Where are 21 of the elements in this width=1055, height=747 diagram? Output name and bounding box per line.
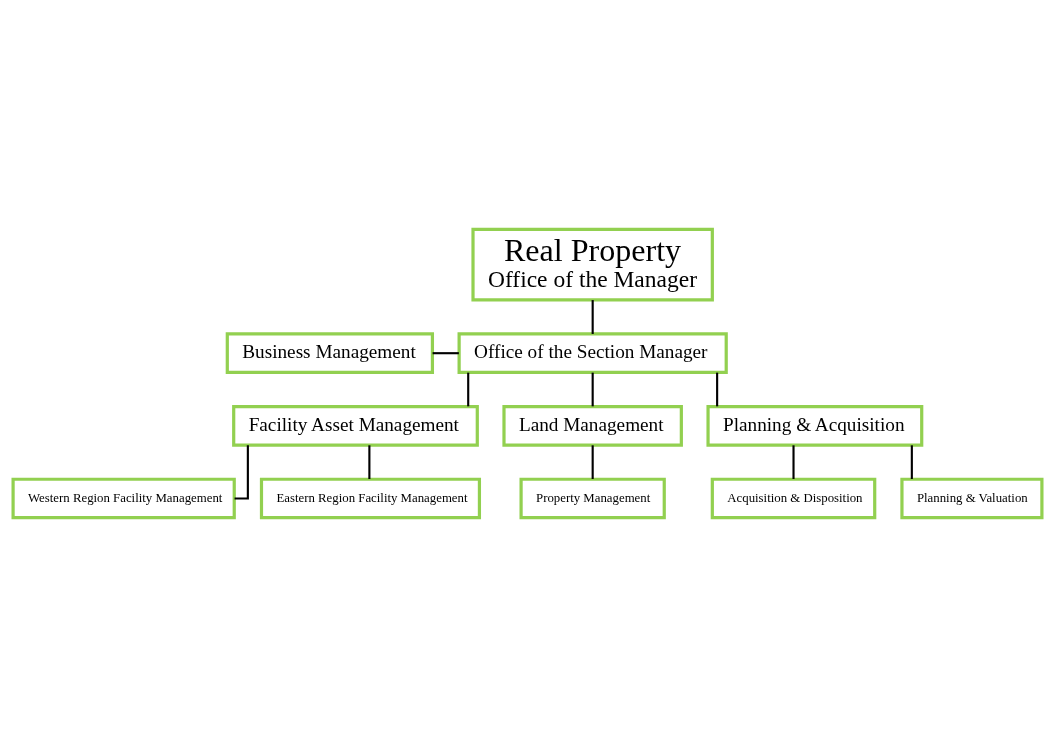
node-box: Planning & Valuation	[900, 477, 1044, 520]
connector	[591, 445, 594, 479]
connector	[716, 372, 719, 407]
connector	[591, 300, 594, 334]
connector	[234, 445, 249, 500]
node-box: Real Property Office of the Manager	[471, 227, 714, 302]
node-box: Acquisition & Disposition	[710, 477, 877, 520]
node-box: Eastern Region Facility Management	[259, 477, 482, 520]
node-box: Business Management	[225, 332, 435, 375]
node-box: Land Management	[502, 405, 683, 447]
node-box: Planning & Acquisition	[706, 405, 924, 447]
connector	[432, 352, 459, 355]
node-box: Office of the Section Manager	[457, 332, 728, 375]
connector	[591, 372, 594, 407]
connector	[910, 445, 913, 479]
node-box: Property Management	[519, 477, 666, 520]
node-box: Western Region Facility Management	[11, 477, 236, 520]
connector	[467, 372, 470, 407]
connector	[368, 445, 371, 479]
connector	[792, 445, 795, 479]
node-box: Facility Asset Management	[232, 405, 479, 447]
